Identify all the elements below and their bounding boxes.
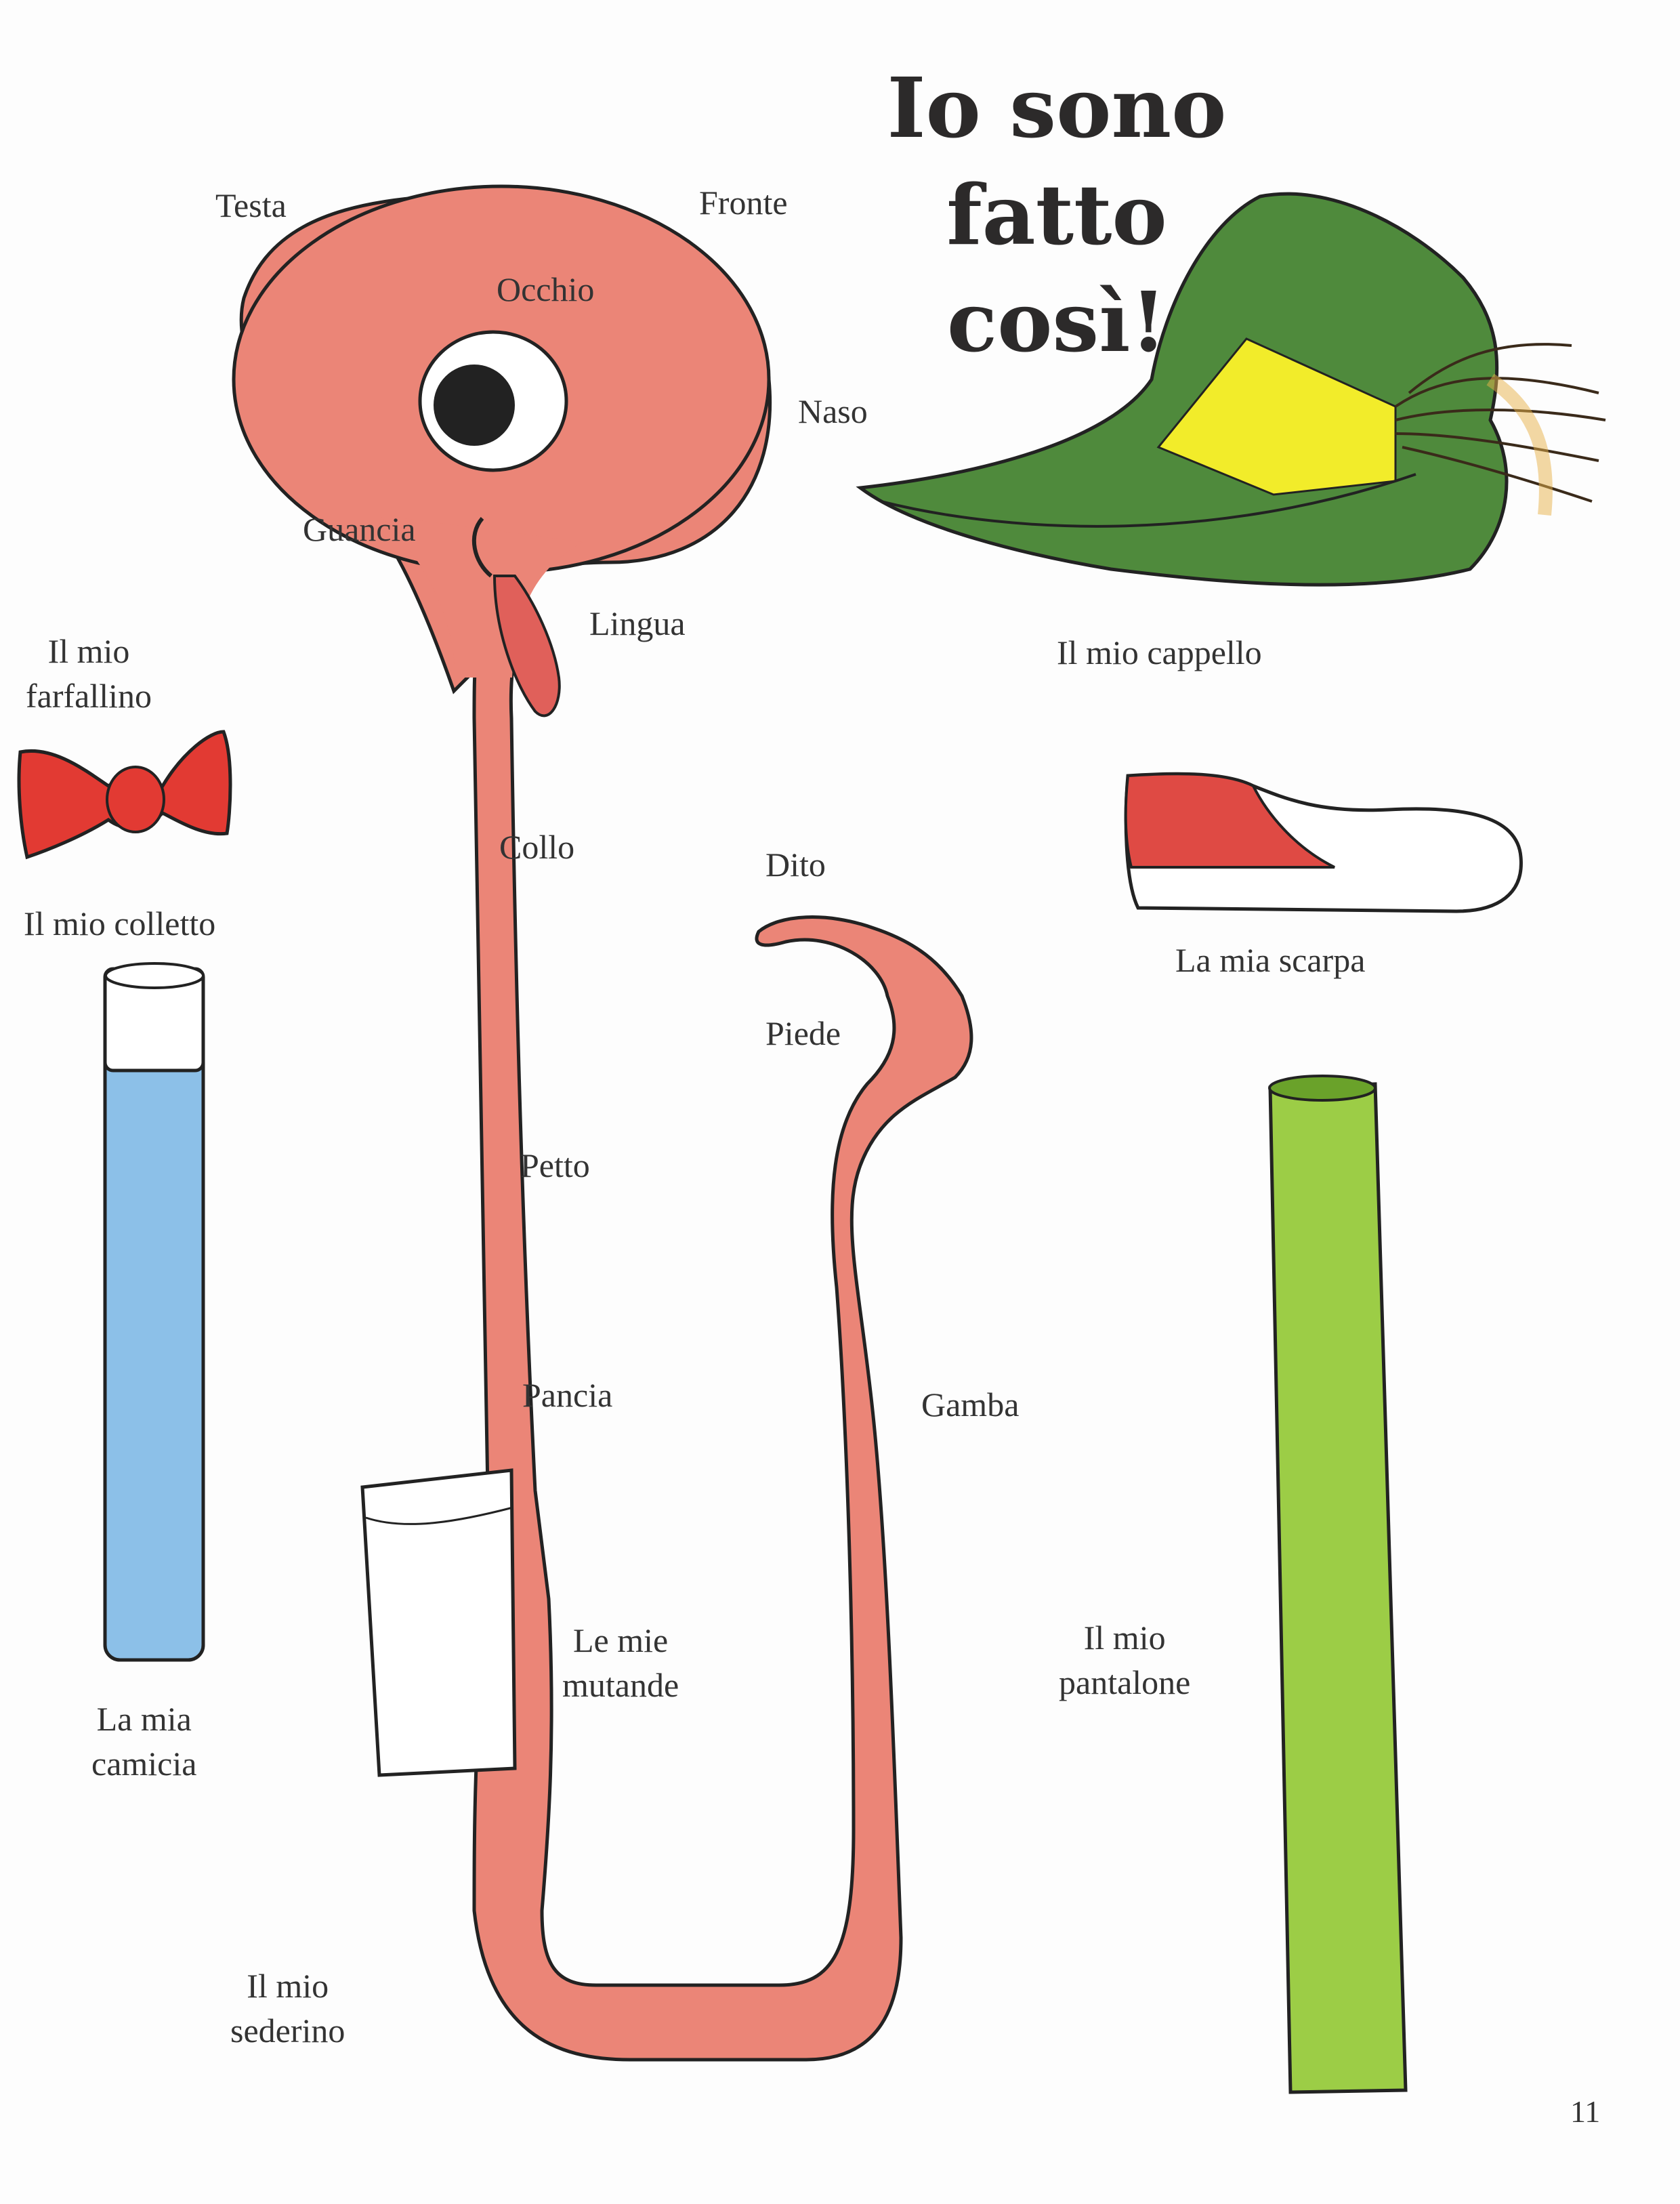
label-line: farfallino bbox=[26, 677, 152, 715]
feather-icon bbox=[1394, 343, 1606, 516]
label-line: Il mio bbox=[247, 1967, 329, 2005]
title-line: Io sono bbox=[887, 59, 1227, 157]
label-sederino: Il mio sederino bbox=[230, 1963, 345, 2053]
label-gamba: Gamba bbox=[921, 1386, 1020, 1423]
label-mutande: Le mie mutande bbox=[562, 1618, 679, 1707]
label-colletto: Il mio colletto bbox=[24, 905, 216, 942]
label-line: Il mio bbox=[47, 632, 130, 670]
hat-icon bbox=[856, 192, 1509, 587]
eye-icon bbox=[418, 330, 568, 472]
label-fronte: Fronte bbox=[699, 184, 788, 222]
label-line: La mia bbox=[96, 1700, 192, 1738]
label-line: camicia bbox=[91, 1745, 197, 1783]
label-scarpa: La mia scarpa bbox=[1175, 941, 1366, 979]
label-lingua: Lingua bbox=[589, 604, 686, 642]
label-pancia: Pancia bbox=[522, 1376, 613, 1414]
worm-character-icon bbox=[232, 184, 973, 2062]
label-line: mutande bbox=[562, 1666, 679, 1704]
label-line: Le mie bbox=[572, 1621, 669, 1659]
label-collo: Collo bbox=[499, 828, 575, 866]
label-farfallino: Il mio farfallino bbox=[26, 629, 152, 718]
label-piede: Piede bbox=[765, 1014, 841, 1052]
label-occhio: Occhio bbox=[497, 270, 595, 308]
label-line: Il mio bbox=[1083, 1619, 1166, 1657]
label-pantalone: Il mio pantalone bbox=[1059, 1615, 1190, 1705]
tongue-icon bbox=[471, 517, 561, 718]
label-naso: Naso bbox=[798, 392, 868, 430]
label-camicia: La mia camicia bbox=[91, 1697, 196, 1786]
label-line: sederino bbox=[230, 2012, 345, 2050]
trouser-tube-icon bbox=[1268, 1075, 1408, 2094]
label-dito: Dito bbox=[765, 846, 826, 883]
label-petto: Petto bbox=[520, 1146, 590, 1184]
title-line: fatto bbox=[946, 166, 1167, 264]
page-number: 11 bbox=[1570, 2094, 1601, 2129]
label-line: pantalone bbox=[1059, 1663, 1191, 1701]
bow-tie-icon bbox=[17, 730, 232, 860]
title-line: così! bbox=[946, 273, 1167, 371]
label-testa: Testa bbox=[215, 186, 287, 224]
shirt-tube-icon bbox=[103, 962, 205, 1662]
label-guancia: Guancia bbox=[303, 510, 416, 548]
page-title: Io sono fatto così! bbox=[840, 54, 1274, 375]
label-cappello: Il mio cappello bbox=[1057, 633, 1262, 671]
shoe-icon bbox=[1124, 772, 1523, 913]
underpants-icon bbox=[360, 1468, 517, 1777]
